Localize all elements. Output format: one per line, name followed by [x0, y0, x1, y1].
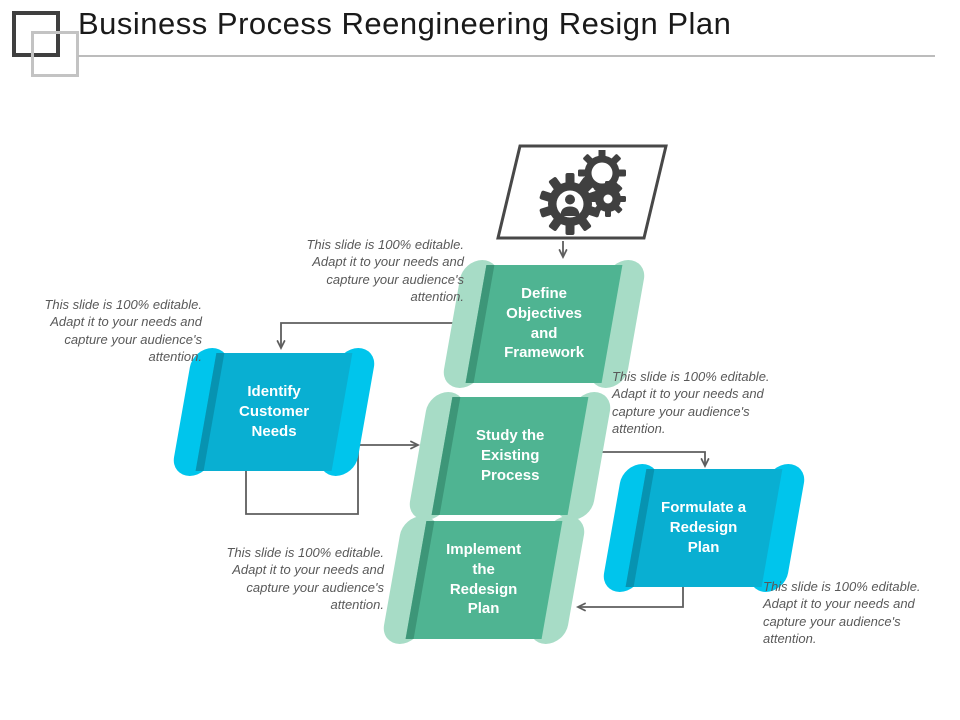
gear-medium-icon	[578, 150, 626, 197]
scroll-body: Formulate a Redesign Plan	[625, 469, 783, 587]
step-implement-redesign-plan: Implement the Redesign Plan	[380, 514, 588, 646]
step-label: Study the Existing Process	[475, 427, 545, 484]
step-label: Implement the Redesign Plan	[446, 541, 522, 618]
editable-note-identify: This slide is 100% editable. Adapt it to…	[44, 297, 202, 364]
step-label: Formulate a Redesign Plan	[661, 499, 747, 556]
overlapping-square-dark-icon	[12, 11, 60, 57]
overlapping-square-light-icon	[31, 31, 79, 77]
gears-icon	[539, 150, 626, 235]
step-study-existing-process: Study the Existing Process	[406, 390, 614, 522]
step-label: Identify Customer Needs	[238, 383, 310, 440]
person-icon	[560, 194, 580, 216]
scroll-body: Implement the Redesign Plan	[405, 521, 563, 639]
connector-study-to-formulate	[578, 451, 710, 469]
step-formulate-redesign-plan: Formulate a Redesign Plan	[600, 462, 808, 594]
page-title: Business Process Reengineering Resign Pl…	[78, 6, 732, 41]
connector-define-to-identify	[276, 322, 478, 351]
scroll-body: Define Objectives and Framework	[465, 265, 623, 383]
connector-formulate-to-implement	[575, 582, 684, 612]
editable-note-formulate: This slide is 100% editable. Adapt it to…	[763, 579, 921, 646]
scroll-body: Identify Customer Needs	[195, 353, 353, 471]
scroll-body: Study the Existing Process	[431, 397, 589, 515]
connector-identify-to-study	[245, 440, 421, 515]
title-underline	[78, 55, 935, 57]
step-identify-customer-needs: Identify Customer Needs	[170, 346, 378, 478]
editable-note-study: This slide is 100% editable. Adapt it to…	[612, 369, 770, 436]
editable-note-implement: This slide is 100% editable. Adapt it to…	[226, 545, 384, 612]
editable-note-define: This slide is 100% editable. Adapt it to…	[306, 237, 464, 304]
step-define-objectives: Define Objectives and Framework	[440, 258, 648, 390]
step-label: Define Objectives and Framework	[503, 285, 585, 362]
gear-person-icon	[539, 173, 601, 235]
